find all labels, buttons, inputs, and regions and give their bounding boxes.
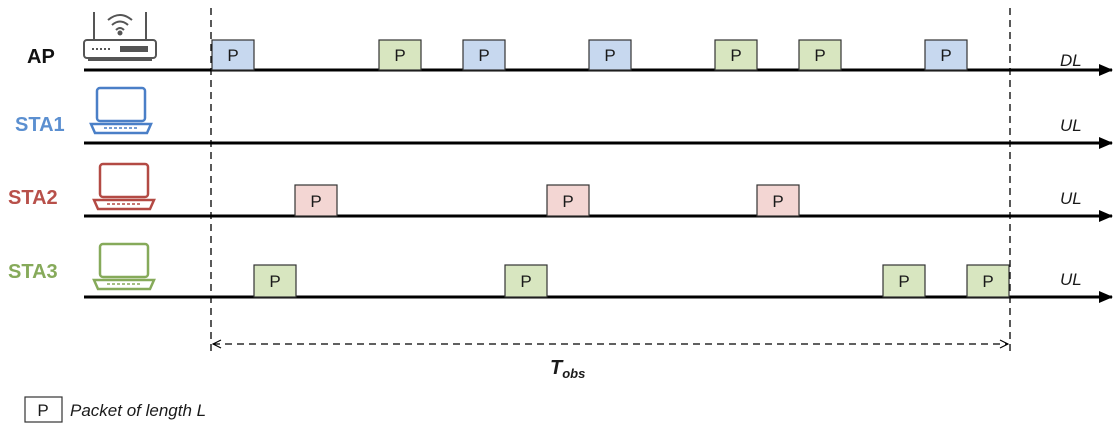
svg-text:P: P (814, 46, 825, 65)
svg-text:P: P (310, 192, 321, 211)
legend-packet-symbol (24, 396, 63, 423)
packet: P (756, 184, 800, 217)
svg-text:P: P (562, 192, 573, 211)
direction-label-ap: DL (1060, 51, 1082, 70)
svg-text:P: P (269, 272, 280, 291)
packet: P (378, 39, 422, 71)
packet: P (882, 264, 926, 298)
packet: P (588, 39, 632, 71)
svg-text:P: P (982, 272, 993, 291)
packet: P (211, 39, 255, 71)
packet: P (462, 39, 506, 71)
row-label-ap: AP (27, 46, 55, 68)
legend-packet-symbol-label: P (37, 401, 48, 420)
packet: P (294, 184, 338, 217)
packet: P (798, 39, 842, 71)
packet: P (966, 264, 1010, 298)
row-label-sta2: STA2 (8, 187, 58, 209)
direction-label-sta2: UL (1060, 189, 1082, 208)
svg-text:P: P (604, 46, 615, 65)
packet: P (924, 39, 968, 71)
laptop-icon-sta2 (92, 162, 156, 211)
packet: P (253, 264, 297, 298)
row-label-sta1: STA1 (15, 114, 65, 136)
direction-label-sta1: UL (1060, 116, 1082, 135)
svg-text:P: P (394, 46, 405, 65)
svg-text:P: P (520, 272, 531, 291)
legend-text: Packet of length L (70, 401, 206, 420)
tobs-label: Tobs (550, 357, 585, 381)
packet: P (714, 39, 758, 71)
packet: P (504, 264, 548, 298)
row-label-sta3: STA3 (8, 261, 58, 283)
svg-text:P: P (898, 272, 909, 291)
laptop-icon-sta3 (92, 242, 156, 291)
svg-text:P: P (478, 46, 489, 65)
router-icon (83, 12, 157, 61)
svg-text:P: P (730, 46, 741, 65)
svg-text:P: P (772, 192, 783, 211)
svg-text:P: P (940, 46, 951, 65)
laptop-icon-sta1 (89, 86, 153, 135)
direction-label-sta3: UL (1060, 270, 1082, 289)
packet: P (546, 184, 590, 217)
svg-text:P: P (227, 46, 238, 65)
